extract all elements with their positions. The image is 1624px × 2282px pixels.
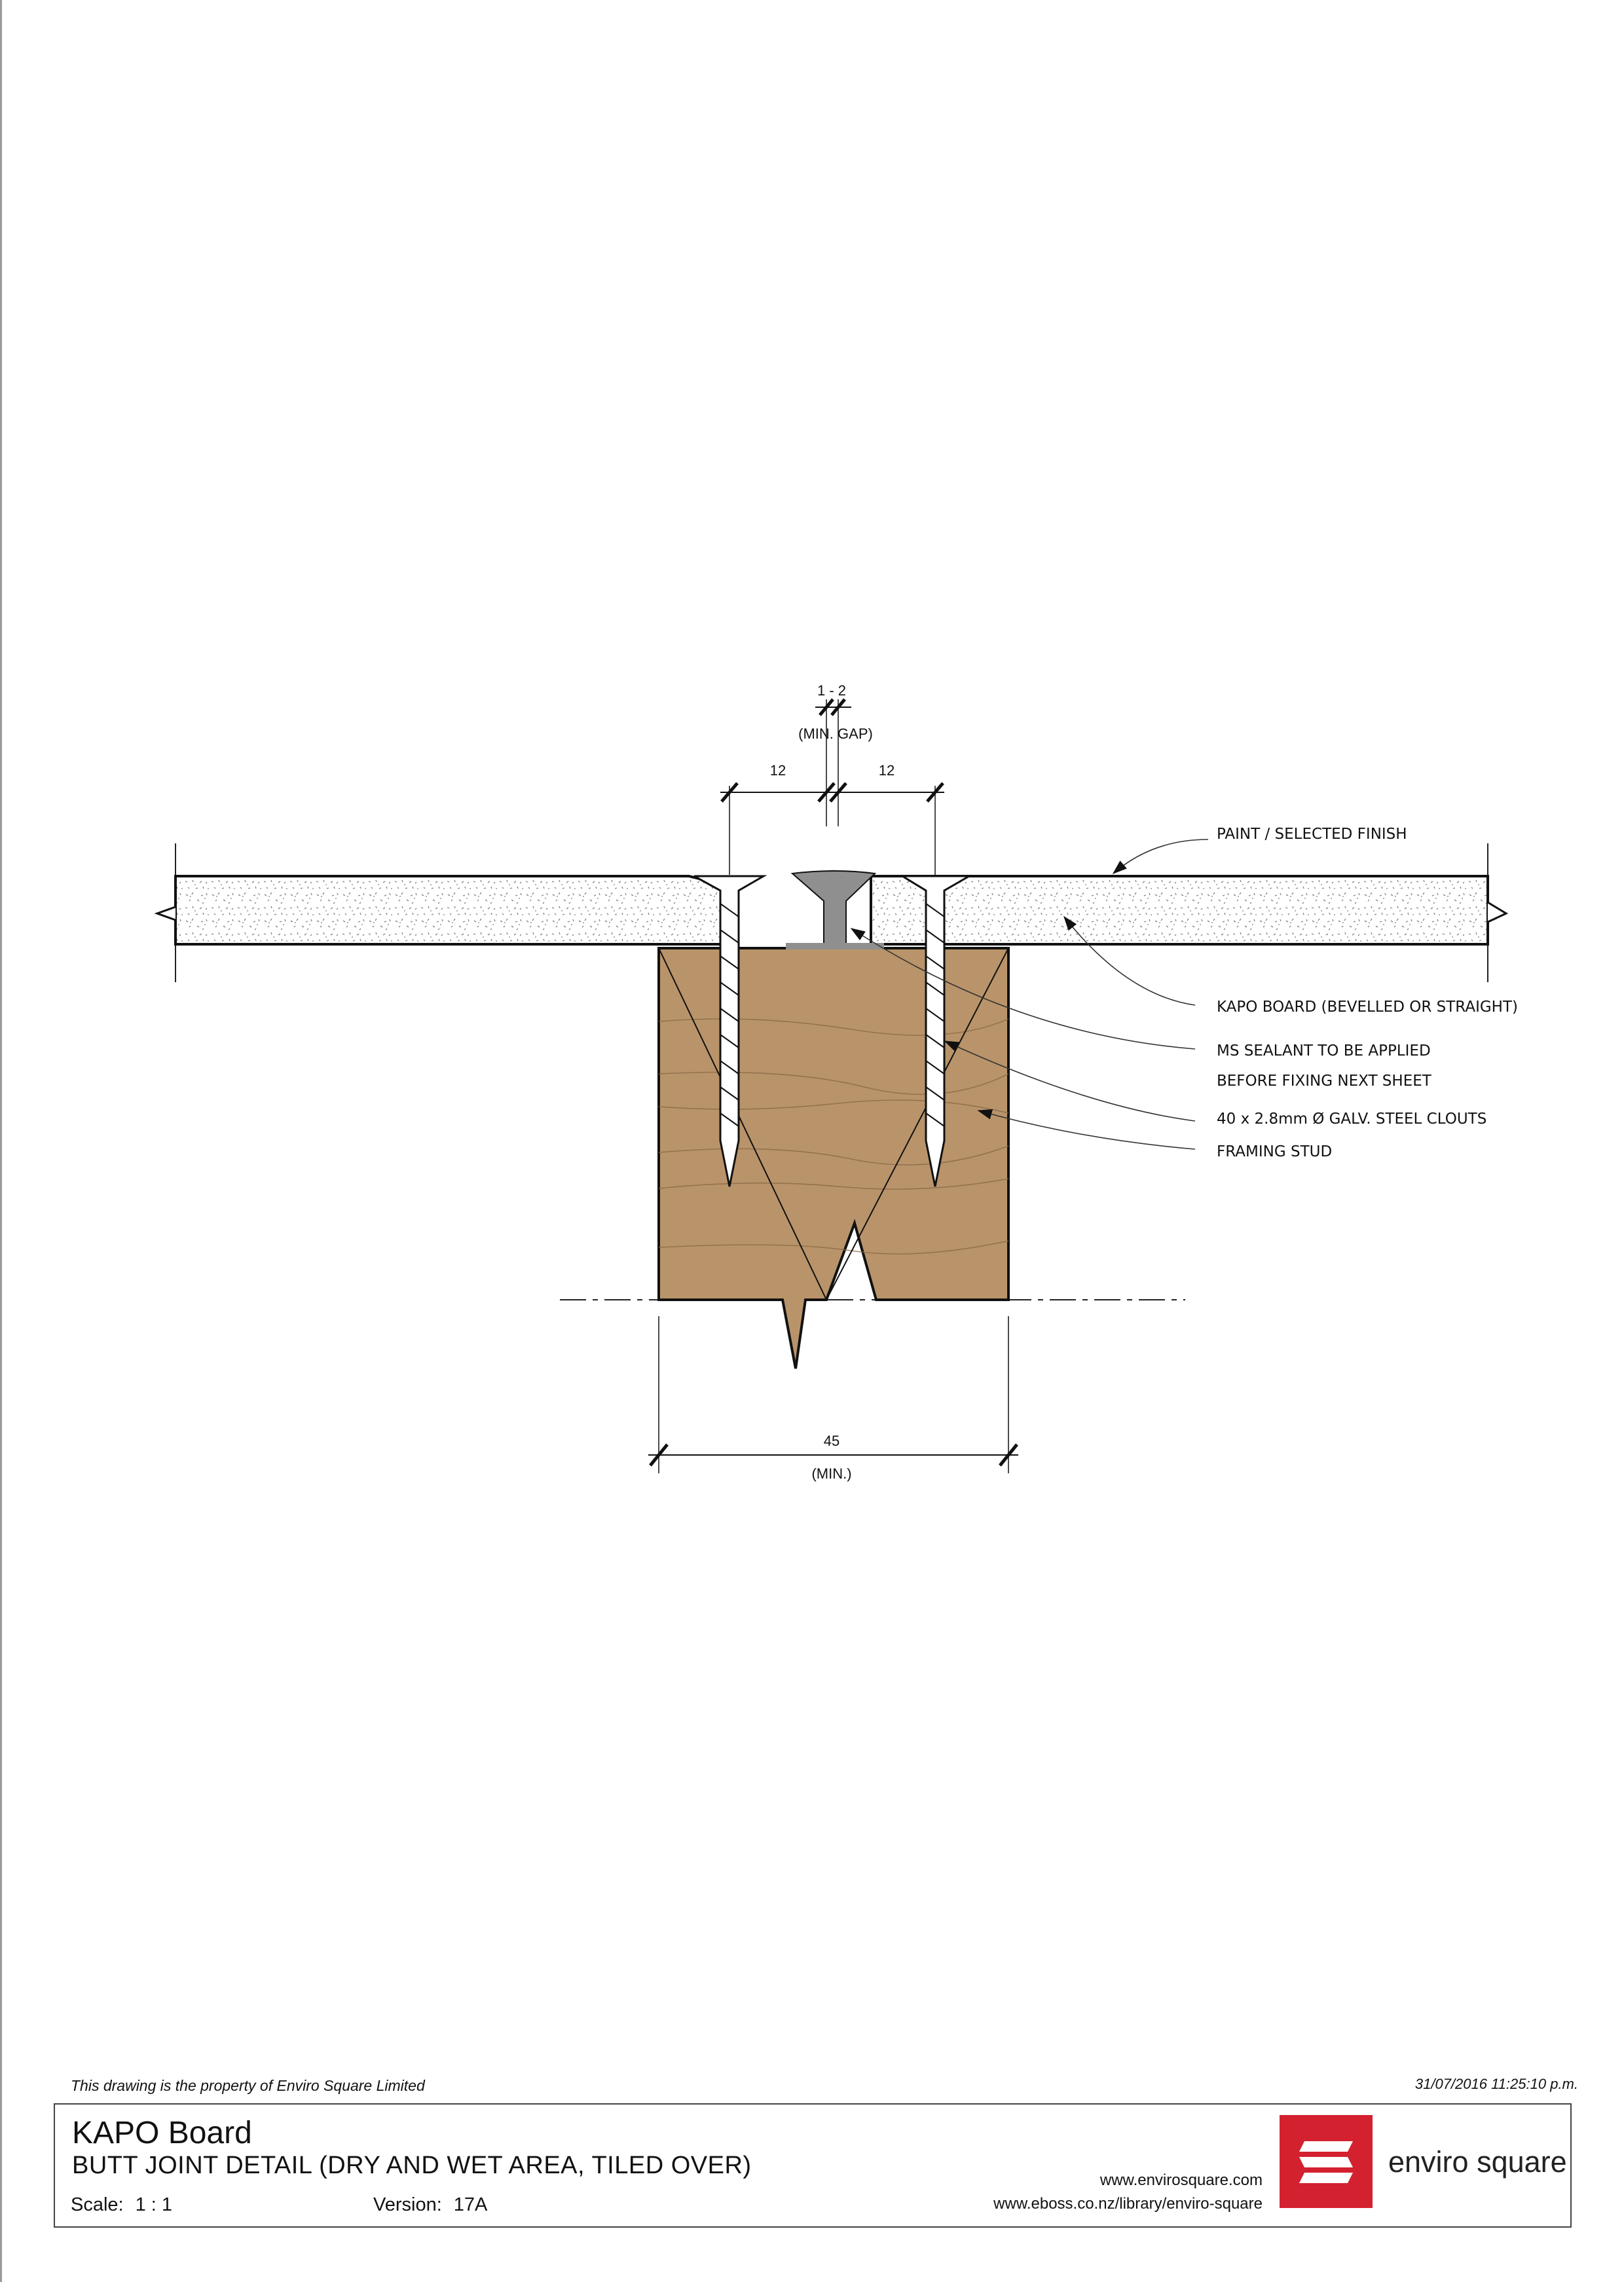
page-edge-line <box>0 0 2 2282</box>
title-block: KAPO Board BUTT JOINT DETAIL (DRY AND WE… <box>54 2103 1572 2228</box>
framing-stud <box>657 947 1010 1369</box>
drawing-subtitle: BUTT JOINT DETAIL (DRY AND WET AREA, TIL… <box>72 2152 752 2179</box>
gap-dimension <box>815 698 851 826</box>
note-stud: FRAMING STUD <box>1217 1143 1332 1160</box>
sealant-backing <box>786 943 884 949</box>
stud-width-value: 45 <box>824 1433 840 1449</box>
note-clouts: 40 x 2.8mm Ø GALV. STEEL CLOUTS <box>1217 1111 1486 1128</box>
property-note: This drawing is the property of Enviro S… <box>71 2077 425 2094</box>
version-value: 17A <box>453 2194 488 2215</box>
enviro-square-logo-icon <box>1280 2115 1373 2208</box>
left-edge-value: 12 <box>770 762 786 779</box>
stud-width-note: (MIN.) <box>811 1465 851 1482</box>
scale-field: Scale:1 : 1 <box>71 2194 173 2215</box>
right-edge-value: 12 <box>879 762 895 779</box>
ms-sealant <box>790 870 877 948</box>
galv-steel-clout-left <box>693 875 767 1187</box>
note-sealant-line2: BEFORE FIXING NEXT SHEET <box>1217 1073 1432 1090</box>
annotation-leaders <box>850 839 1209 1150</box>
stud-width-dimension <box>648 1316 1018 1473</box>
gap-note: (MIN. GAP) <box>798 726 873 742</box>
kapo-board-left <box>174 875 728 946</box>
scale-value: 1 : 1 <box>135 2194 173 2215</box>
gap-value: 1 - 2 <box>817 682 846 699</box>
drawing-title: KAPO Board <box>72 2116 252 2150</box>
library-link[interactable]: www.eboss.co.nz/library/enviro-square <box>993 2195 1263 2213</box>
website-link[interactable]: www.envirosquare.com <box>1099 2171 1263 2189</box>
break-symbol-left <box>154 876 177 944</box>
edge-distance-dimension <box>720 782 944 875</box>
kapo-board-right <box>870 875 1489 946</box>
logo-text: enviro square <box>1388 2145 1567 2179</box>
note-finish: PAINT / SELECTED FINISH <box>1217 826 1407 843</box>
note-sealant-line1: MS SEALANT TO BE APPLIED <box>1217 1042 1431 1059</box>
galv-steel-clout-right <box>898 875 973 1187</box>
timestamp: 31/07/2016 11:25:10 p.m. <box>1414 2076 1578 2092</box>
note-board: KAPO BOARD (BEVELLED OR STRAIGHT) <box>1217 999 1518 1016</box>
version-field: Version:17A <box>373 2194 488 2215</box>
break-symbol-right <box>1486 876 1509 944</box>
